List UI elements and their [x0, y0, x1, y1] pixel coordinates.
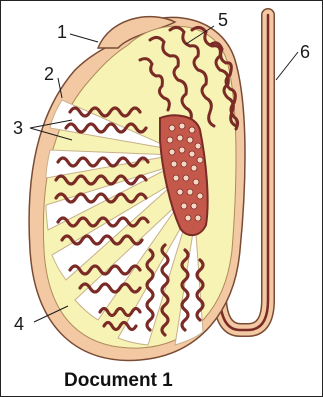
- label-6: 6: [300, 42, 310, 62]
- label-1: 1: [57, 22, 67, 42]
- label-4: 4: [14, 314, 24, 334]
- label-2: 2: [44, 64, 54, 84]
- document-caption: Document 1: [64, 370, 173, 392]
- label-5: 5: [218, 10, 228, 30]
- label-3: 3: [13, 118, 23, 138]
